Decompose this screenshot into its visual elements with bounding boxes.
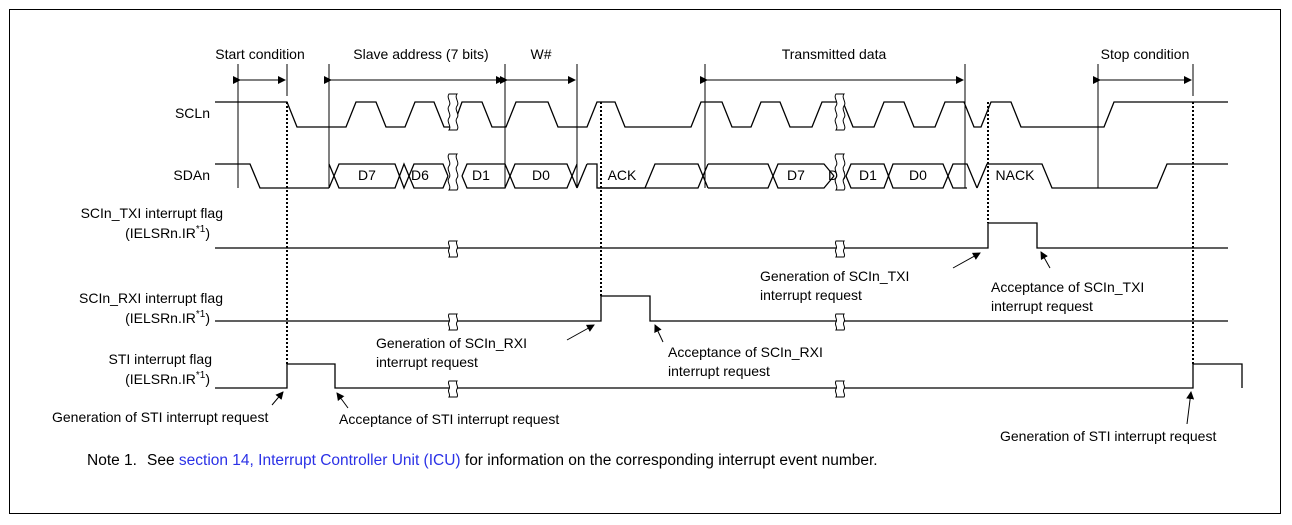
- phase-write-label: W#: [531, 46, 552, 62]
- phase-boundaries: [237, 64, 1194, 188]
- gen-rxi-annotation-line2: interrupt request: [376, 354, 478, 370]
- gen-txi-annotation: Generation of SCIn_TXI: [760, 268, 909, 284]
- bit-label: D6: [411, 167, 429, 183]
- footnote-suffix: for information on the corresponding int…: [460, 452, 878, 469]
- sti-flag-register: (IELSRn.IR*1): [125, 370, 210, 387]
- acc-sti-annotation: Acceptance of STI interrupt request: [339, 411, 559, 427]
- scl-waveform: [215, 101, 1228, 128]
- gen-sti-annotation-left: Generation of STI interrupt request: [52, 409, 268, 425]
- sda-signal-label: SDAn: [173, 167, 210, 183]
- nack-label: NACK: [996, 167, 1036, 183]
- gen-rxi-annotation: Generation of SCIn_RXI: [376, 335, 527, 351]
- rxi-flag-register: (IELSRn.IR*1): [125, 309, 210, 326]
- phase-stop-label: Stop condition: [1101, 46, 1190, 62]
- bit-label: D0: [532, 167, 550, 183]
- rxi-flag-label: SCIn_RXI interrupt flag: [79, 290, 223, 306]
- txi-flag-waveform: [215, 222, 1228, 249]
- footnote: Note 1. See section 14, Interrupt Control…: [87, 452, 878, 470]
- bit-label: D7: [787, 167, 805, 183]
- phase-slave-address-label: Slave address (7 bits): [353, 46, 488, 62]
- acc-txi-annotation-line2: interrupt request: [991, 298, 1093, 314]
- sda-waveform: [215, 162, 1228, 190]
- phase-data-label: Transmitted data: [782, 46, 887, 62]
- dotted-guides: [286, 102, 1194, 364]
- phase-start-label: Start condition: [215, 46, 305, 62]
- annotation-arrows: [271, 251, 1195, 425]
- diagram-frame: [9, 9, 1281, 514]
- sti-flag-waveform: [215, 363, 1243, 389]
- gen-txi-annotation-line2: interrupt request: [760, 287, 862, 303]
- sti-flag-label: STI interrupt flag: [109, 351, 213, 367]
- bit-label: D1: [859, 167, 877, 183]
- break-marks: [447, 93, 846, 398]
- bit-label: D1: [472, 167, 490, 183]
- footnote-prefix: See: [147, 452, 179, 469]
- gen-sti-annotation-right: Generation of STI interrupt request: [1000, 428, 1216, 444]
- acc-rxi-annotation-line2: interrupt request: [668, 363, 770, 379]
- scl-signal-label: SCLn: [175, 105, 210, 121]
- txi-flag-register: (IELSRn.IR*1): [125, 224, 210, 241]
- txi-flag-label: SCIn_TXI interrupt flag: [81, 205, 223, 221]
- ack-label: ACK: [608, 167, 637, 183]
- icu-section-link[interactable]: section 14, Interrupt Controller Unit (I…: [178, 452, 461, 469]
- acc-rxi-annotation: Acceptance of SCIn_RXI: [668, 344, 823, 360]
- bit-label: D0: [909, 167, 927, 183]
- bit-label: D7: [358, 167, 376, 183]
- acc-txi-annotation: Acceptance of SCIn_TXI: [991, 279, 1144, 295]
- rxi-flag-waveform: [215, 295, 1228, 322]
- footnote-number: Note 1.: [87, 452, 137, 469]
